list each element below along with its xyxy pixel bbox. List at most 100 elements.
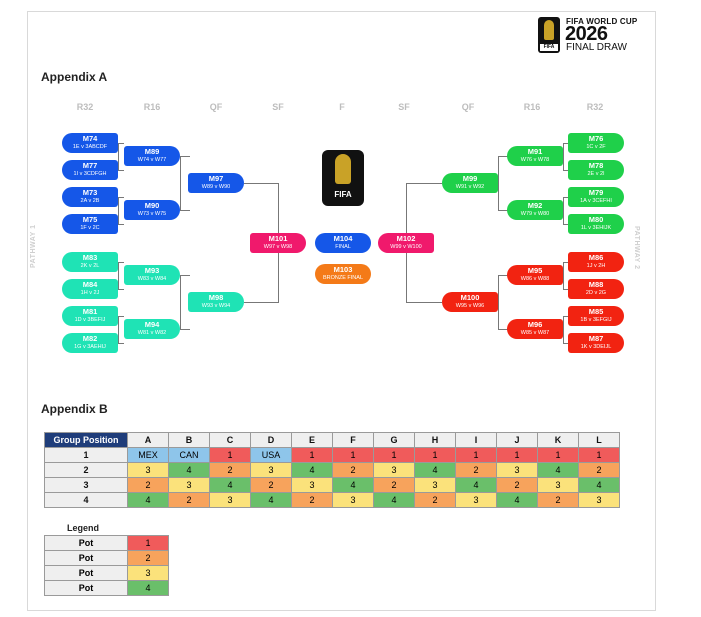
bracket-connector: [118, 289, 124, 290]
bracket-connector: [180, 156, 181, 211]
bracket-connector: [563, 262, 564, 290]
pot-cell: MEX: [127, 447, 169, 463]
pot-cell: 4: [496, 492, 538, 508]
match-code: M97: [208, 174, 224, 183]
bracket-connector: [563, 289, 569, 290]
pot-cell: 2: [496, 477, 538, 493]
round-header: QF: [461, 102, 475, 112]
column-header: C: [209, 432, 251, 448]
match-sub: W93 v W94: [201, 303, 231, 309]
pot-cell: 2: [455, 462, 497, 478]
match-code: M75: [82, 215, 98, 224]
pot-cell: 3: [291, 477, 333, 493]
legend-label: Pot: [44, 580, 128, 596]
pot-cell: 4: [537, 462, 579, 478]
match-sub: FINAL: [335, 244, 351, 250]
match-sub: W79 v W80: [520, 211, 550, 217]
position-cell: 3: [44, 477, 128, 493]
round-header: R32: [586, 102, 604, 112]
match-code: M99: [462, 174, 478, 183]
bracket-connector: [563, 143, 569, 144]
pot-cell: 3: [414, 477, 456, 493]
pot-cell: 3: [127, 462, 169, 478]
match-sub: W99 v W100: [390, 244, 422, 250]
pot-cell: 2: [209, 462, 251, 478]
bracket-connector: [118, 316, 124, 317]
column-header: H: [414, 432, 456, 448]
match-sub: 1D v 3BEFIJ: [74, 317, 106, 323]
bracket-connector: [118, 343, 124, 344]
match-code: M84: [82, 280, 98, 289]
pot-cell: 2: [414, 492, 456, 508]
trophy-icon: FIFA: [322, 150, 364, 206]
column-header: E: [291, 432, 333, 448]
pot-cell: 3: [250, 462, 292, 478]
match-sub: 1I v 3CDFGH: [73, 171, 107, 177]
column-header: D: [250, 432, 292, 448]
match-code: M101: [268, 234, 288, 243]
document-frame: [27, 11, 656, 611]
bracket-connector: [563, 343, 569, 344]
pot-cell: 1: [373, 447, 415, 463]
match-sub: 1K v 3DEIJL: [580, 344, 612, 350]
match-sub: 1G v 3AEHIJ: [74, 344, 106, 350]
match-code: M88: [588, 280, 604, 289]
legend-pot-value: 2: [127, 550, 169, 566]
column-header: J: [496, 432, 538, 448]
match-sub: W76 v W78: [520, 157, 550, 163]
match-code: M94: [144, 320, 160, 329]
bracket-connector: [498, 275, 499, 330]
bracket-connector: [563, 197, 569, 198]
pot-cell: 2: [127, 477, 169, 493]
match-sub: W85 v W87: [520, 330, 550, 336]
pot-cell: 3: [168, 477, 210, 493]
match-sub: W89 v W90: [201, 184, 231, 190]
match-code: M92: [527, 201, 543, 210]
logo-line-2: 2026: [565, 23, 608, 45]
pot-cell: 1: [414, 447, 456, 463]
match-sub: 2A v 2B: [80, 198, 100, 204]
legend-title: Legend: [67, 523, 100, 533]
match-code: M89: [144, 147, 160, 156]
match-code: M95: [527, 266, 543, 275]
match-code: M81: [82, 307, 98, 316]
match-code: M96: [527, 320, 543, 329]
group-position-table: Group Position A B C D E F G H I J K L 1…: [44, 432, 620, 508]
match-code: M93: [144, 266, 160, 275]
bracket-connector: [118, 262, 124, 263]
pot-cell: 4: [291, 462, 333, 478]
match-sub: 1B v 3EFGIJ: [580, 317, 612, 323]
appendix-a-title: Appendix A: [41, 70, 108, 84]
pathway-2-label: PATHWAY 2: [633, 226, 640, 270]
legend-pot-value: 4: [127, 580, 169, 596]
bracket-connector: [406, 183, 442, 184]
pot-cell: 4: [332, 477, 374, 493]
match-code: M103: [333, 265, 353, 274]
match-sub: 2E v 2I: [587, 171, 605, 177]
match-code: M82: [82, 334, 98, 343]
group-position-header: Group Position: [44, 432, 128, 448]
pot-cell: 2: [291, 492, 333, 508]
bracket-connector: [118, 143, 124, 144]
bracket-connector: [563, 262, 569, 263]
legend-label: Pot: [44, 550, 128, 566]
match-code: M104: [333, 234, 353, 243]
